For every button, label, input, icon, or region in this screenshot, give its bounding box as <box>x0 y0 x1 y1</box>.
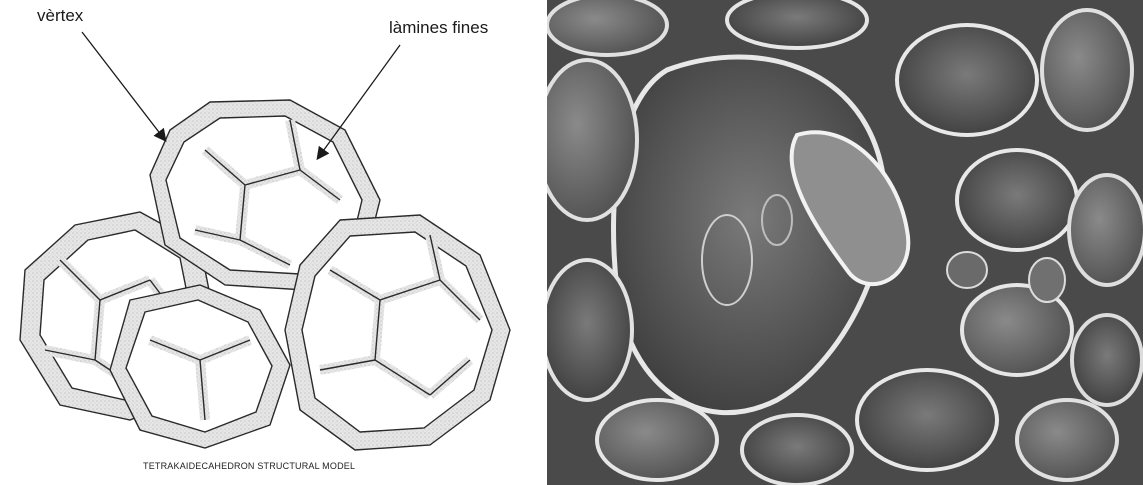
foam-micrograph <box>547 0 1143 485</box>
diagram-caption: TETRAKAIDECAHEDRON STRUCTURAL MODEL <box>143 461 355 471</box>
cell-right <box>285 215 510 450</box>
tetrakaidecahedron-drawing <box>0 0 540 485</box>
thin-films-label: làmines fines <box>389 18 488 38</box>
vertex-arrow <box>82 32 165 140</box>
vertex-label: vèrtex <box>37 6 83 26</box>
cell-bottom-center <box>110 285 290 448</box>
structural-model-diagram: vèrtex làmines fines TETRAKAIDECAHEDRON … <box>0 0 540 485</box>
thin-films-arrow <box>318 45 400 158</box>
foam-photo <box>547 0 1143 485</box>
